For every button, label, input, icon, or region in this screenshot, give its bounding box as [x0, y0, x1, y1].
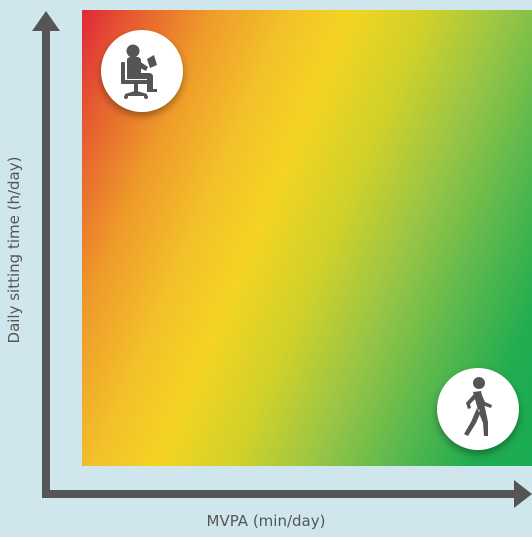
- sitting-icon-circle: [101, 30, 183, 112]
- x-axis-arrowhead: [514, 480, 532, 508]
- walking-person-icon: [464, 377, 492, 436]
- sitting-person-reading-icon: [121, 44, 157, 99]
- y-axis-arrowhead: [32, 11, 60, 31]
- y-axis-label: Daily sitting time (h/day): [5, 156, 23, 344]
- x-axis-label: MVPA (min/day): [206, 512, 326, 530]
- walking-icon-circle: [437, 368, 519, 450]
